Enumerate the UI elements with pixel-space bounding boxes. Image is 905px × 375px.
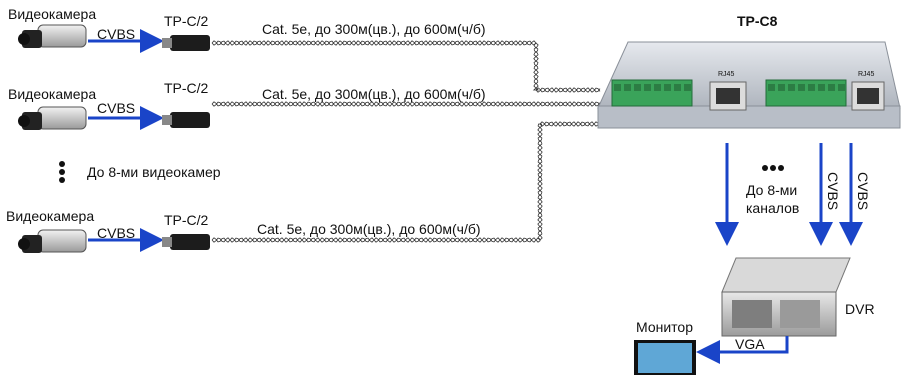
terminal-screw bbox=[788, 84, 795, 91]
cvbs-label-2: CVBS bbox=[97, 100, 136, 116]
transceiver-3 bbox=[162, 234, 210, 250]
monitor-label: Монитор bbox=[636, 319, 693, 335]
transceiver-label-3: TP-C/2 bbox=[164, 212, 209, 228]
camera-label-3: Видеокамера bbox=[6, 208, 95, 224]
terminal-screw bbox=[838, 84, 845, 91]
more-cameras-dots bbox=[59, 161, 65, 183]
camera-label-2: Видеокамера bbox=[8, 86, 97, 102]
terminal-screw bbox=[828, 84, 835, 91]
transceiver-label-1: TP-C/2 bbox=[164, 13, 209, 29]
transceiver-label-2: TP-C/2 bbox=[164, 80, 209, 96]
vga-label: VGA bbox=[735, 336, 765, 352]
transceiver-2 bbox=[162, 112, 210, 128]
cameras-note: До 8-ми видеокамер bbox=[87, 164, 221, 180]
terminal-screw bbox=[614, 84, 621, 91]
twisted-pair-cables bbox=[211, 40, 601, 243]
terminal-screw bbox=[818, 84, 825, 91]
cable-2 bbox=[211, 101, 601, 107]
cvbs-label-3: CVBS bbox=[97, 225, 136, 241]
cvbs-label-1: CVBS bbox=[97, 26, 136, 42]
channels-note-line2: каналов bbox=[746, 200, 800, 216]
hub-tp-c8 bbox=[597, 41, 901, 129]
terminal-screw bbox=[664, 84, 671, 91]
cable-label-1: Cat. 5e, до 300м(цв.), до 600м(ч/б) bbox=[262, 21, 486, 37]
cable-label-2: Cat. 5e, до 300м(цв.), до 600м(ч/б) bbox=[262, 86, 486, 102]
terminal-screw bbox=[634, 84, 641, 91]
more-channels-dots bbox=[762, 165, 784, 171]
cable-3 bbox=[211, 121, 601, 243]
hub-port-label-2: RJ45 bbox=[858, 71, 875, 78]
terminal-screw bbox=[624, 84, 631, 91]
terminal-screw bbox=[808, 84, 815, 91]
cable-2 bbox=[211, 101, 601, 107]
cvbs-vertical-label-2: CVBS bbox=[855, 172, 871, 211]
terminal-screw bbox=[798, 84, 805, 91]
monitor-device bbox=[634, 340, 696, 375]
hub-port-label-1: RJ45 bbox=[718, 71, 735, 78]
cable-1 bbox=[211, 40, 601, 93]
camera-2 bbox=[18, 106, 87, 130]
dvr-label: DVR bbox=[845, 301, 875, 317]
dvr-unit bbox=[721, 257, 851, 337]
camera-label-1: Видеокамера bbox=[8, 6, 97, 22]
hub-title: TP-C8 bbox=[737, 13, 778, 29]
transceiver-1 bbox=[162, 35, 210, 51]
camera-1 bbox=[18, 24, 87, 48]
terminal-screw bbox=[768, 84, 775, 91]
camera-3 bbox=[18, 229, 87, 253]
hub-terminal-screws bbox=[614, 84, 845, 91]
vga-arrow bbox=[696, 336, 789, 364]
terminal-screw bbox=[778, 84, 785, 91]
terminal-screw bbox=[644, 84, 651, 91]
cvbs-vertical-label-1: CVBS bbox=[825, 172, 841, 211]
channels-note-line1: До 8-ми bbox=[746, 182, 798, 198]
cable-3 bbox=[211, 121, 601, 243]
cable-label-3: Cat. 5e, до 300м(цв.), до 600м(ч/б) bbox=[257, 221, 481, 237]
cable-1 bbox=[211, 40, 601, 93]
terminal-screw bbox=[654, 84, 661, 91]
terminal-screw bbox=[674, 84, 681, 91]
terminal-screw bbox=[684, 84, 691, 91]
